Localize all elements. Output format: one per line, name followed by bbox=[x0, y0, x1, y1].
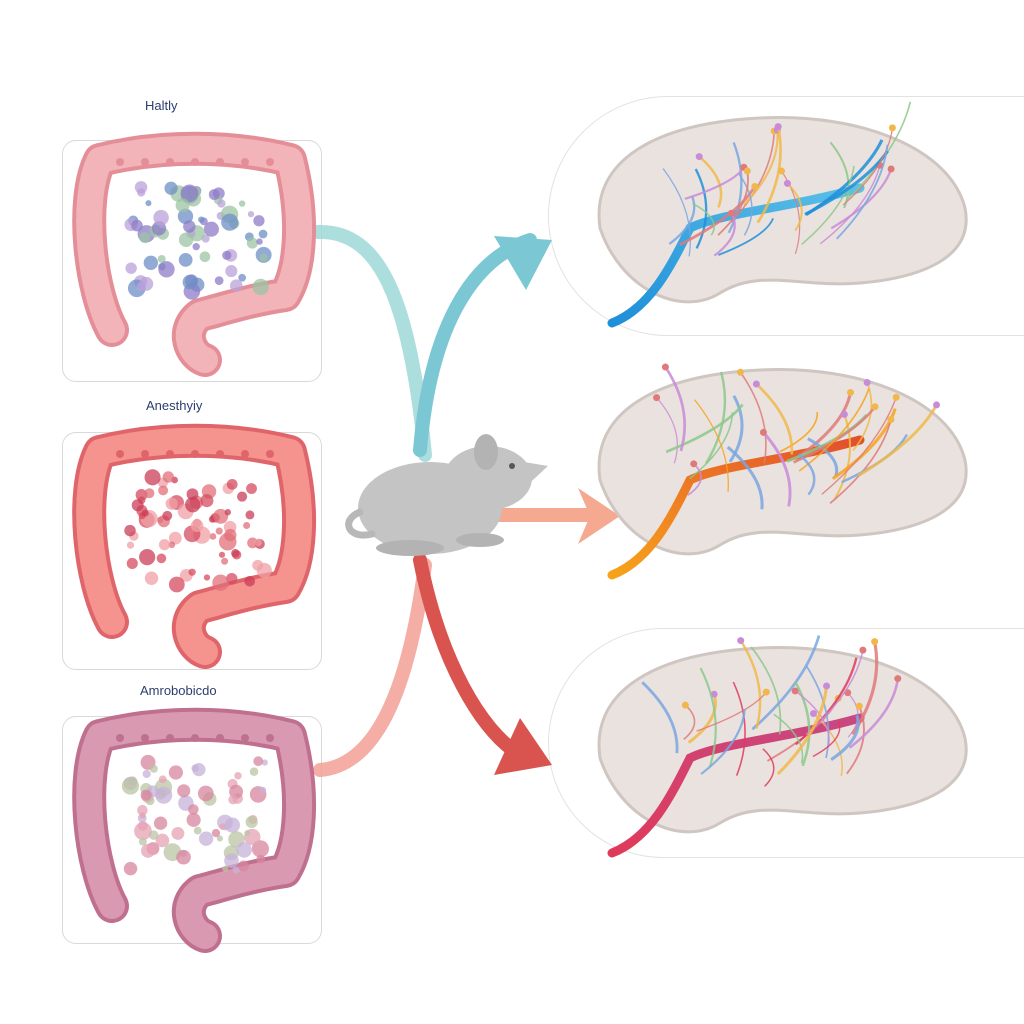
arrow-to-brain-top bbox=[413, 233, 537, 457]
brain-1 bbox=[597, 363, 968, 580]
intestine-1 bbox=[72, 423, 317, 669]
panel-label-healthy: Haltly bbox=[145, 98, 178, 113]
arrow-to-brain-bottom bbox=[413, 553, 527, 762]
brain-0 bbox=[597, 101, 968, 328]
arrow-head-middle bbox=[578, 488, 620, 544]
connector-bottom bbox=[313, 558, 432, 777]
brain-2 bbox=[597, 635, 968, 858]
mouse-figure bbox=[345, 434, 548, 556]
panel-label-antibiotic: Amrobobicdo bbox=[140, 683, 217, 698]
intestine-2 bbox=[72, 707, 317, 953]
intestine-0 bbox=[72, 131, 317, 377]
panel-label-anesthesia: Anesthyiy bbox=[146, 398, 203, 413]
connector-top bbox=[311, 224, 432, 462]
arrow-head-bottom bbox=[494, 718, 552, 775]
arrow-head-top bbox=[494, 236, 552, 290]
